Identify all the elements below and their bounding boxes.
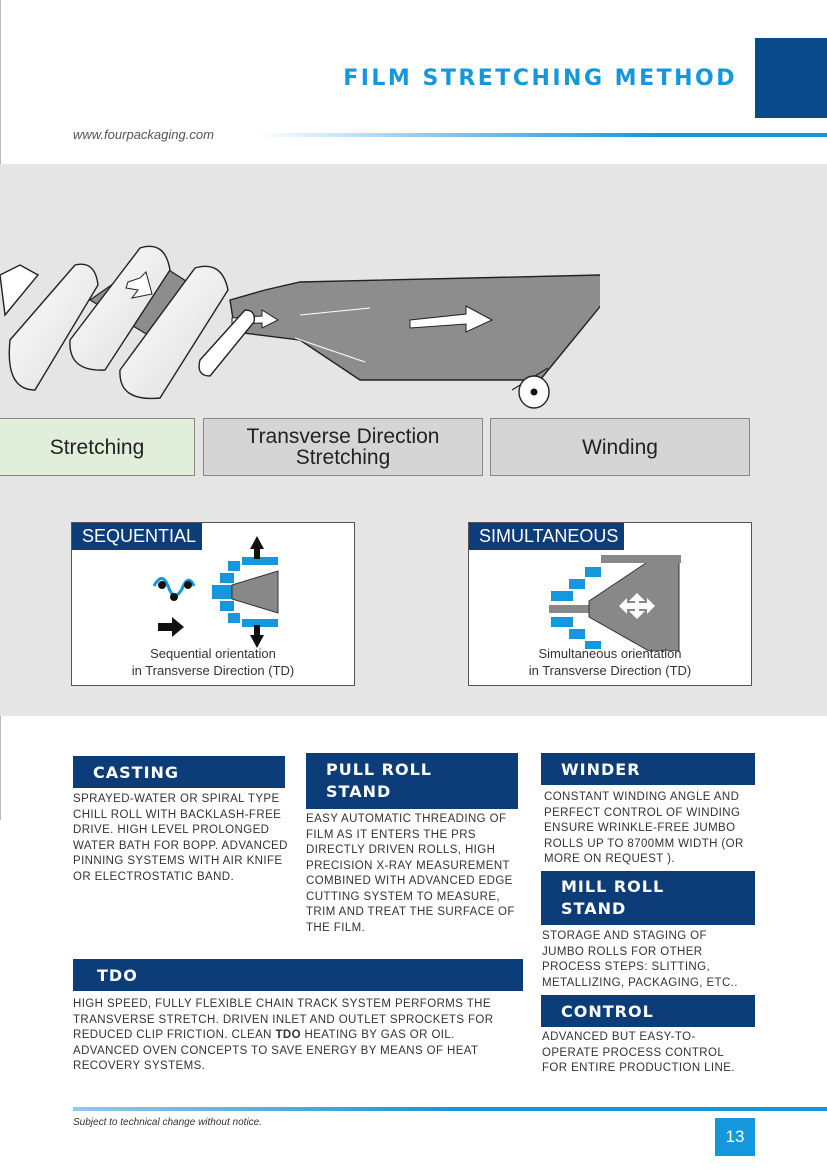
arrow-right-icon xyxy=(409,305,494,333)
stretching-machine-illustration xyxy=(0,245,600,409)
control-text: Advanced but easy-to-operate process con… xyxy=(542,1031,735,1074)
control-heading: CONTROL xyxy=(541,995,755,1027)
simultaneous-caption: Simultaneous orientation in Transverse D… xyxy=(469,645,751,679)
footer-note: Subject to technical change without noti… xyxy=(73,1117,263,1128)
tdo-heading: TDO xyxy=(73,959,523,991)
winding-roll-core xyxy=(530,388,538,396)
arrows-horizontal-icon xyxy=(619,598,655,614)
arrow-down-icon xyxy=(250,625,264,648)
arrow-down-right-icon xyxy=(125,271,153,299)
header-blue-block xyxy=(755,38,827,118)
sequential-caption-line2: in Transverse Direction (TD) xyxy=(131,663,295,678)
pull-roll-heading-line2: STAND xyxy=(326,782,392,801)
stage-transverse-line2: Stretching xyxy=(295,446,391,469)
header-divider xyxy=(258,133,827,137)
clip-block xyxy=(228,561,240,571)
stage-transverse-label: Transverse Direction Stretching xyxy=(247,426,440,468)
clip-block xyxy=(569,579,585,589)
pull-roll-heading: PULL ROLL STAND xyxy=(306,753,518,809)
film-line xyxy=(299,307,371,316)
website-url[interactable]: www.fourpackaging.com xyxy=(73,127,214,142)
tdo-text: High speed, fully flexible chain track s… xyxy=(73,997,518,1075)
sequential-diagram xyxy=(152,536,279,648)
clip-block xyxy=(551,591,573,601)
simultaneous-caption-line1: Simultaneous orientation xyxy=(538,646,682,661)
mill-roll-heading-line2: STAND xyxy=(561,899,627,918)
simultaneous-diagram xyxy=(549,555,681,651)
clip-block xyxy=(212,585,232,599)
footer-divider xyxy=(73,1107,827,1111)
stage-winding-label: Winding xyxy=(582,435,658,459)
page-title: FILM STRETCHING METHOD xyxy=(343,66,737,91)
roller xyxy=(119,265,229,400)
roll-dot xyxy=(184,581,192,589)
stage-transverse-line1: Transverse Direction xyxy=(246,425,440,448)
sequential-caption: Sequential orientation in Transverse Dir… xyxy=(72,645,354,679)
clip-block xyxy=(220,601,234,611)
simultaneous-caption-line2: in Transverse Direction (TD) xyxy=(528,663,692,678)
clip-block xyxy=(228,613,240,623)
sequential-box: SEQUENTIAL Sequential orientation in Tra… xyxy=(71,522,355,686)
clip-chain xyxy=(242,619,278,627)
clip-block xyxy=(585,641,601,649)
roll-dot xyxy=(170,593,178,601)
winder-text: Constant winding angle and perfect contr… xyxy=(544,791,744,865)
clip-chain xyxy=(601,555,681,563)
roller-back xyxy=(0,264,40,317)
tdo-text-part1: High speed, fully flexible chain track s… xyxy=(73,998,494,1041)
small-roller xyxy=(198,309,255,377)
tdo-text-part2: heating by gas or oil. Advanced oven con… xyxy=(73,1029,479,1072)
mill-roll-heading-line1: MILL ROLL xyxy=(561,877,665,896)
stage-transverse: Transverse Direction Stretching xyxy=(203,418,483,476)
page-number: 13 xyxy=(715,1118,755,1156)
arrow-up-icon xyxy=(250,536,264,559)
clip-block xyxy=(585,567,601,577)
clip-chain xyxy=(242,557,278,565)
film-taper xyxy=(231,570,279,614)
roll-dot xyxy=(158,581,166,589)
clip-block xyxy=(551,617,573,627)
film-strip xyxy=(549,605,589,613)
pull-roll-text: Easy automatic threading of film as it e… xyxy=(306,813,515,934)
casting-heading: CASTING xyxy=(73,756,285,788)
mill-roll-text: Storage and staging of jumbo rolls for o… xyxy=(542,930,738,989)
stage-winding: Winding xyxy=(490,418,750,476)
simultaneous-box: SIMULTANEOUS Simultaneous orientation in… xyxy=(468,522,752,686)
sequential-caption-line1: Sequential orientation xyxy=(150,646,276,661)
clip-block xyxy=(220,573,234,583)
stage-stretching: Stretching xyxy=(0,418,195,476)
winder-heading: WINDER xyxy=(541,753,755,785)
simultaneous-label: SIMULTANEOUS xyxy=(469,523,625,550)
film-line xyxy=(294,337,366,363)
casting-text: Sprayed-water or spiral type chill roll … xyxy=(73,793,288,883)
tdo-text-bold: TDO xyxy=(275,1029,301,1041)
stage-stretching-label: Stretching xyxy=(49,435,145,459)
mill-roll-heading: MILL ROLL STAND xyxy=(541,871,755,925)
pull-roll-heading-line1: PULL ROLL xyxy=(326,760,432,779)
arrow-right-icon xyxy=(158,617,184,637)
roller xyxy=(8,263,99,391)
sequential-label: SEQUENTIAL xyxy=(72,523,203,550)
clip-block xyxy=(569,629,585,639)
